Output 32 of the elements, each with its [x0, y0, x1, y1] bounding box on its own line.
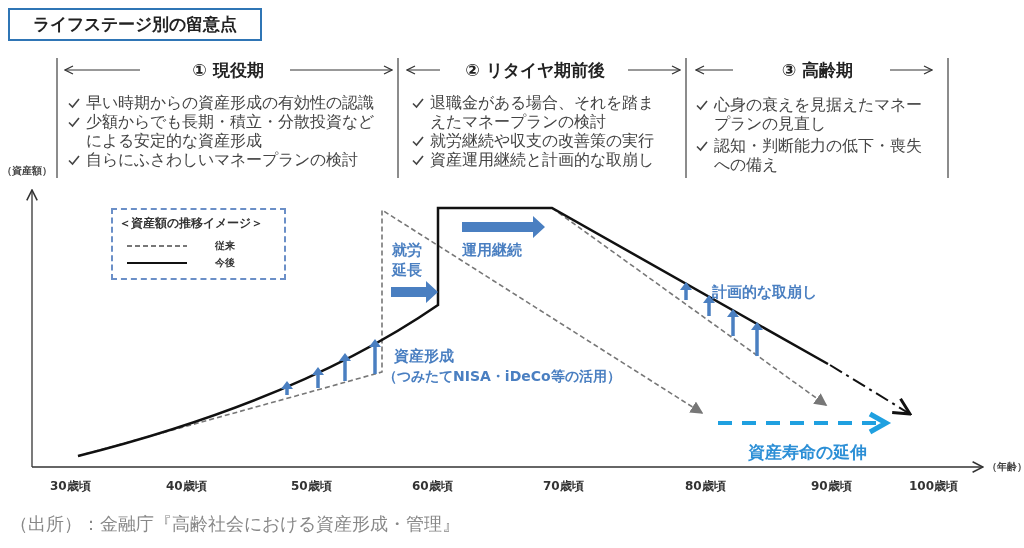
axis-tick-label: 100歳頃 [909, 478, 959, 495]
annotation-text: （つみたてNISA・iDeCo等の活用） [383, 367, 621, 386]
legend-heading: ＜資産額の推移イメージ＞ [119, 215, 263, 232]
checklist-item: 退職金がある場合、それを踏まえたマネープランの検討 [430, 93, 655, 131]
checklist-item: 資産運用継続と計画的な取崩し [430, 150, 655, 169]
axis-tick-label: 70歳頃 [543, 478, 584, 495]
axis-tick-label: 80歳頃 [685, 478, 726, 495]
title-box: ライフステージ別の留意点 [8, 8, 262, 41]
legend-label: 従来 [215, 239, 235, 253]
axis-title: （資産額） [2, 164, 52, 178]
checklist-item: 認知・判断能力の低下・喪失への備え [714, 136, 923, 174]
checklist-item: 就労継続や収支の改善策の実行 [430, 131, 655, 150]
stage-heading: ① 現役期 [192, 59, 264, 82]
stage-heading: ③ 高齢期 [781, 59, 854, 82]
axis-tick-label: 40歳頃 [166, 478, 207, 495]
stage-heading: ② リタイヤ期前後 [465, 59, 605, 82]
axis-tick-label: 90歳頃 [811, 478, 852, 495]
axis-tick-label: 50歳頃 [291, 478, 332, 495]
annotation-text: 就労延長 [392, 240, 423, 280]
annotation-text: 資産寿命の延伸 [748, 441, 867, 464]
checklist-item: 早い時期からの資産形成の有効性の認識 [86, 93, 375, 112]
axis-tick-label: 60歳頃 [412, 478, 453, 495]
checklist-item: 少額からでも長期・積立・分散投資などによる安定的な資産形成 [86, 112, 375, 150]
axis-title: （年齢） [987, 460, 1024, 474]
axis-tick-label: 30歳頃 [50, 478, 91, 495]
source-caption: （出所）：金融庁『高齢社会における資産形成・管理』 [10, 512, 460, 536]
checklist-item: 自らにふさわしいマネープランの検討 [86, 150, 359, 169]
legend-label: 今後 [215, 256, 235, 270]
annotation-text: 資産形成 [394, 346, 454, 366]
annotation-text: 計画的な取崩し [712, 282, 817, 302]
annotation-text: 運用継続 [462, 240, 522, 260]
checklist-item: 心身の衰えを見据えたマネープランの見直し [714, 95, 923, 133]
